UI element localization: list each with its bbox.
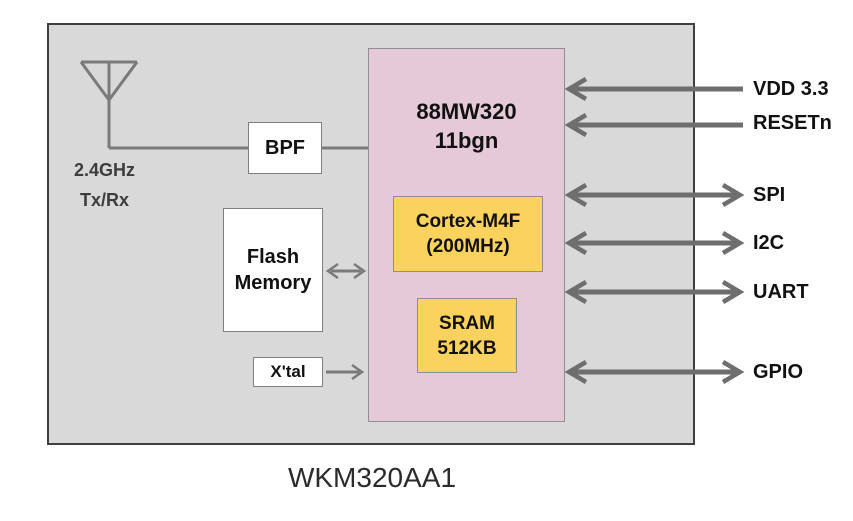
- flash-label-line2: Memory: [234, 272, 312, 294]
- chip-title-line1: 88MW320: [416, 99, 517, 124]
- chip-title: 88MW320 11bgn: [416, 97, 516, 155]
- port-label-vdd: VDD 3.3: [753, 78, 829, 100]
- port-label-uart: UART: [753, 281, 809, 303]
- sram-block: SRAM 512KB: [417, 298, 517, 373]
- antenna-label: 2.4GHz Tx/Rx: [74, 155, 135, 215]
- port-label-resetn: RESETn: [753, 112, 832, 134]
- port-label-spi: SPI: [753, 184, 786, 206]
- port-label-i2c: I2C: [753, 232, 785, 254]
- cortex-block: Cortex-M4F (200MHz): [393, 196, 543, 272]
- cortex-label-line1: Cortex-M4F: [415, 211, 521, 232]
- flash-memory-block: Flash Memory: [223, 208, 323, 332]
- flash-label-line1: Flash: [246, 246, 300, 268]
- bpf-label: BPF: [265, 136, 305, 159]
- xtal-block: X'tal: [253, 357, 323, 387]
- chip-title-line2: 11bgn: [434, 128, 499, 153]
- antenna-label-freq: 2.4GHz: [74, 160, 136, 180]
- module-caption: WKM320AA1: [287, 462, 457, 493]
- xtal-label: X'tal: [270, 362, 306, 382]
- sram-label-line2: 512KB: [437, 337, 497, 359]
- antenna-label-txrx: Tx/Rx: [80, 190, 130, 210]
- sram-label-line1: SRAM: [439, 312, 495, 334]
- port-label-gpio: GPIO: [753, 361, 804, 383]
- cortex-label-line2: (200MHz): [426, 236, 510, 257]
- bpf-block: BPF: [248, 122, 322, 174]
